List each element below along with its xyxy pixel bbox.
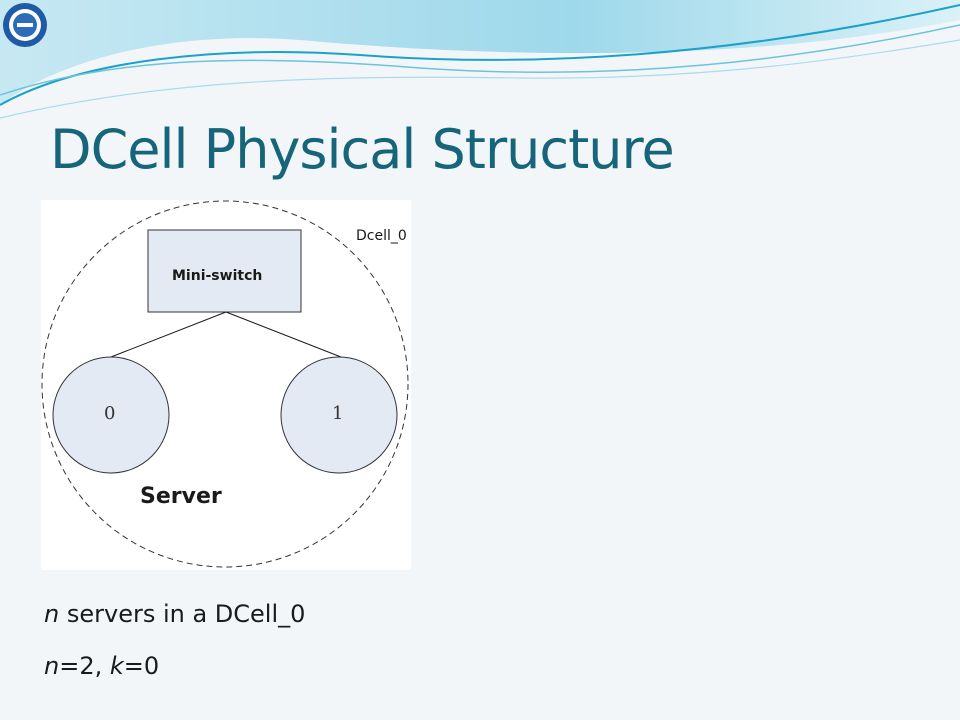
var-k-param: k (109, 652, 124, 680)
body-line-params: n=2, k=0 (44, 652, 159, 680)
dcell-diagram: Mini-switch Dcell_0 0 1 Server (41, 200, 411, 570)
var-n-param: n (44, 652, 60, 680)
server-label: Server (140, 484, 222, 509)
servers-text: servers in a DCell_0 (59, 600, 306, 628)
var-n: n (44, 600, 60, 628)
slide-title: DCell Physical Structure (50, 118, 675, 181)
university-seal-logo (3, 3, 47, 47)
server-node-1-label: 1 (332, 403, 344, 424)
dcell0-boundary (41, 200, 409, 568)
dcell0-label: Dcell_0 (356, 228, 407, 244)
link-switch-server0 (110, 311, 227, 358)
server-node-1 (280, 356, 398, 474)
dcell-diagram-graphic (41, 200, 409, 568)
header-waves-decoration (0, 0, 960, 119)
mini-switch-label: Mini-switch (172, 268, 263, 284)
mini-switch-box (147, 229, 302, 313)
link-switch-server1 (225, 311, 342, 358)
server-node-0-label: 0 (104, 403, 116, 424)
k-value: =0 (123, 652, 160, 680)
n-value: =2, (59, 652, 110, 680)
body-line-servers: n servers in a DCell_0 (44, 600, 305, 628)
server-node-0 (52, 356, 170, 474)
